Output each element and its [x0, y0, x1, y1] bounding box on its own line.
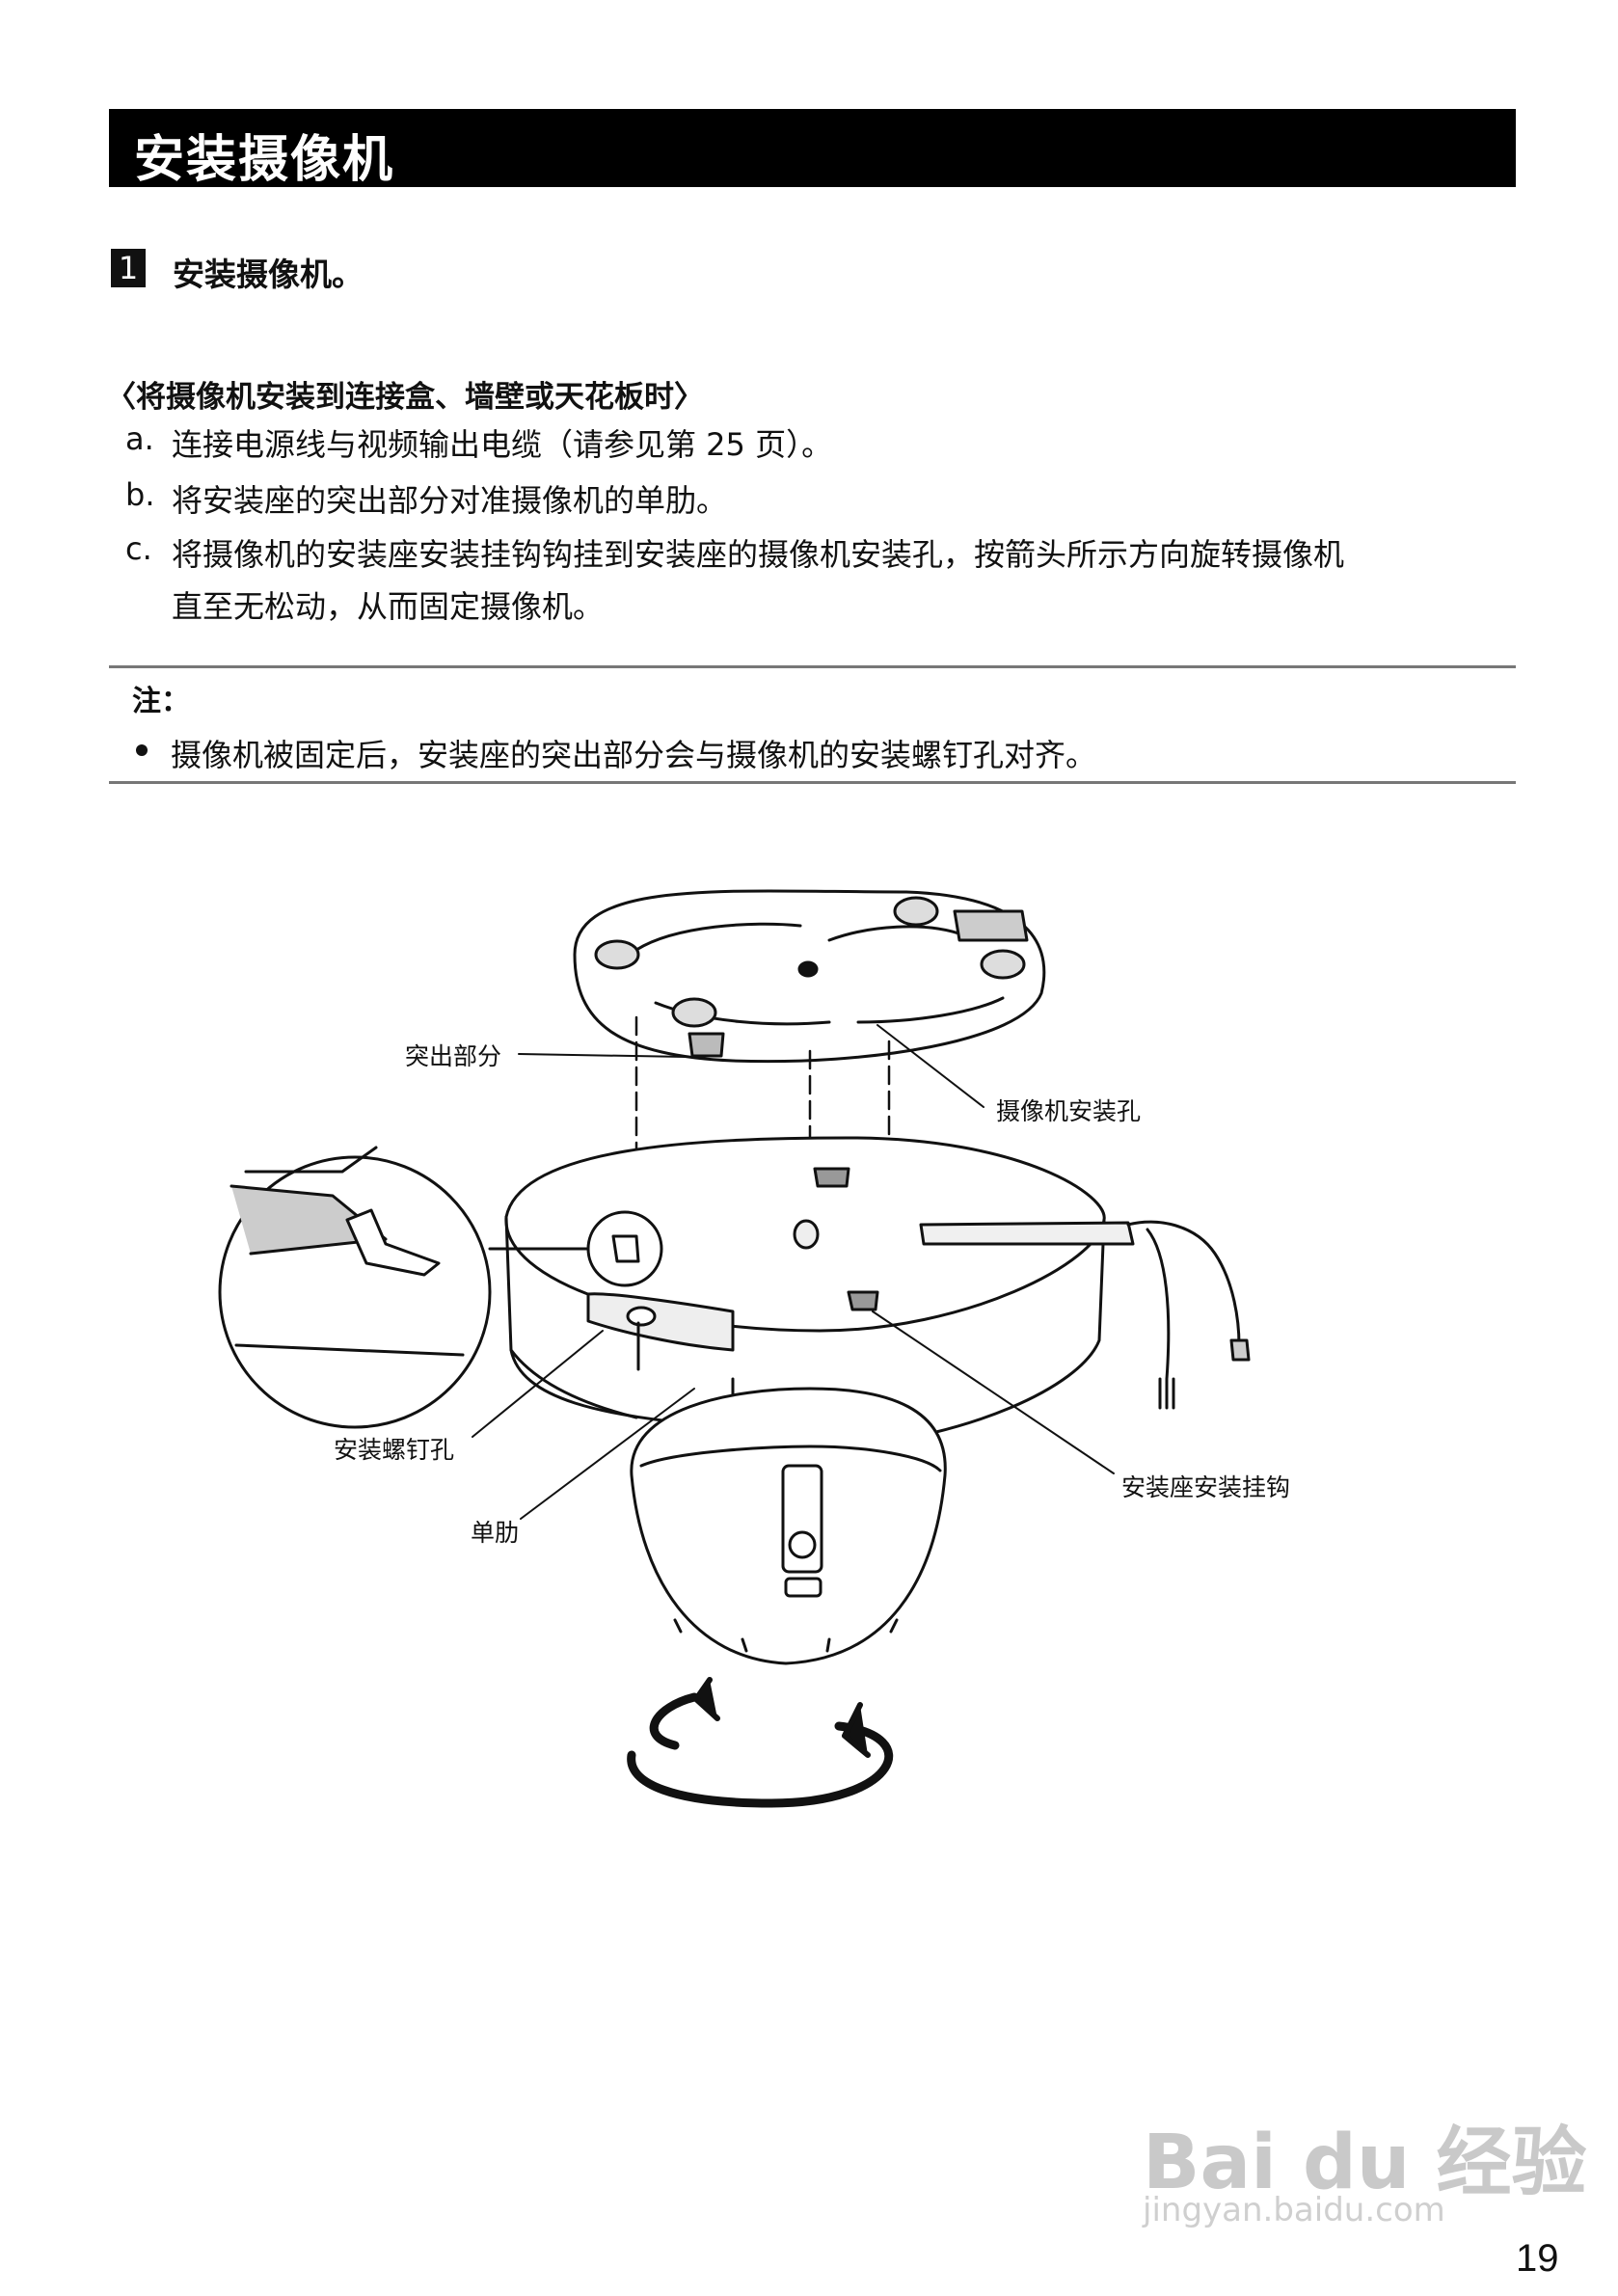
bullet-icon [136, 744, 148, 756]
step-text: 安装摄像机。 [173, 256, 364, 293]
title-bar: 安装摄像机 [109, 109, 1516, 189]
detail-circle [218, 1146, 663, 1429]
note-bottom-rule [109, 781, 1516, 784]
item-label: a. [125, 420, 154, 457]
note-bullet-text: 摄像机被固定后，安装座的突出部分会与摄像机的安装螺钉孔对齐。 [171, 737, 1097, 773]
callout-camera-mount-hole: 摄像机安装孔 [996, 1097, 1142, 1125]
item-text: 将安装座的突出部分对准摄像机的单肋。 [172, 482, 728, 519]
note-title: 注： [132, 685, 190, 718]
note-top-rule [109, 665, 1516, 668]
rotation-arrow [627, 1677, 894, 1808]
mount-bracket [573, 889, 1046, 1064]
camera-dome [630, 1387, 947, 1665]
item-text: 直至无松动，从而固定摄像机。 [172, 588, 605, 625]
alignment-lines [634, 1015, 891, 1284]
camera-body [504, 1136, 1251, 1448]
callout-protrusion: 突出部分 [405, 1042, 502, 1070]
callout-mount-hook: 安装座安装挂钩 [1121, 1473, 1291, 1501]
callout-single-rib: 单肋 [471, 1519, 520, 1547]
section-heading: 〈将摄像机安装到连接盒、墙壁或天花板时〉 [106, 380, 704, 415]
item-text: 将摄像机的安装座安装挂钩钩挂到安装座的摄像机安装孔，按箭头所示方向旋转摄像机 [172, 536, 1345, 573]
page-title: 安装摄像机 [134, 131, 395, 189]
watermark-url: jingyan.baidu.com [1143, 2191, 1445, 2229]
watermark-logo: Bai du 经验 [1143, 2120, 1587, 2206]
page-number: 19 [1516, 2237, 1559, 2280]
item-label: b. [125, 476, 155, 513]
item-text: 连接电源线与视频输出电缆（请参见第 25 页）。 [172, 426, 833, 463]
step-number: 1 [111, 249, 146, 287]
callout-mount-screw-hole: 安装螺钉孔 [334, 1436, 455, 1464]
item-label: c. [125, 530, 152, 567]
